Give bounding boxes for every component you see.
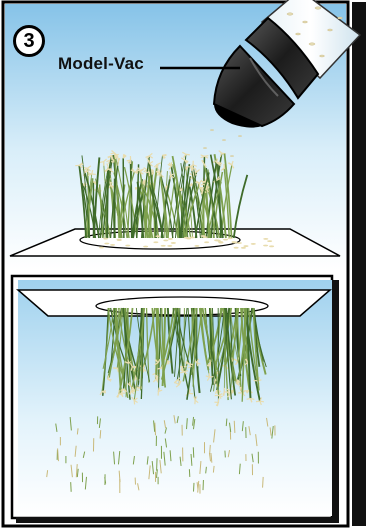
bottom-panel bbox=[12, 276, 339, 523]
step-number-badge: 3 bbox=[13, 25, 45, 57]
right-edge-strip bbox=[352, 2, 366, 526]
model-vac-label: Model-Vac bbox=[58, 54, 144, 74]
